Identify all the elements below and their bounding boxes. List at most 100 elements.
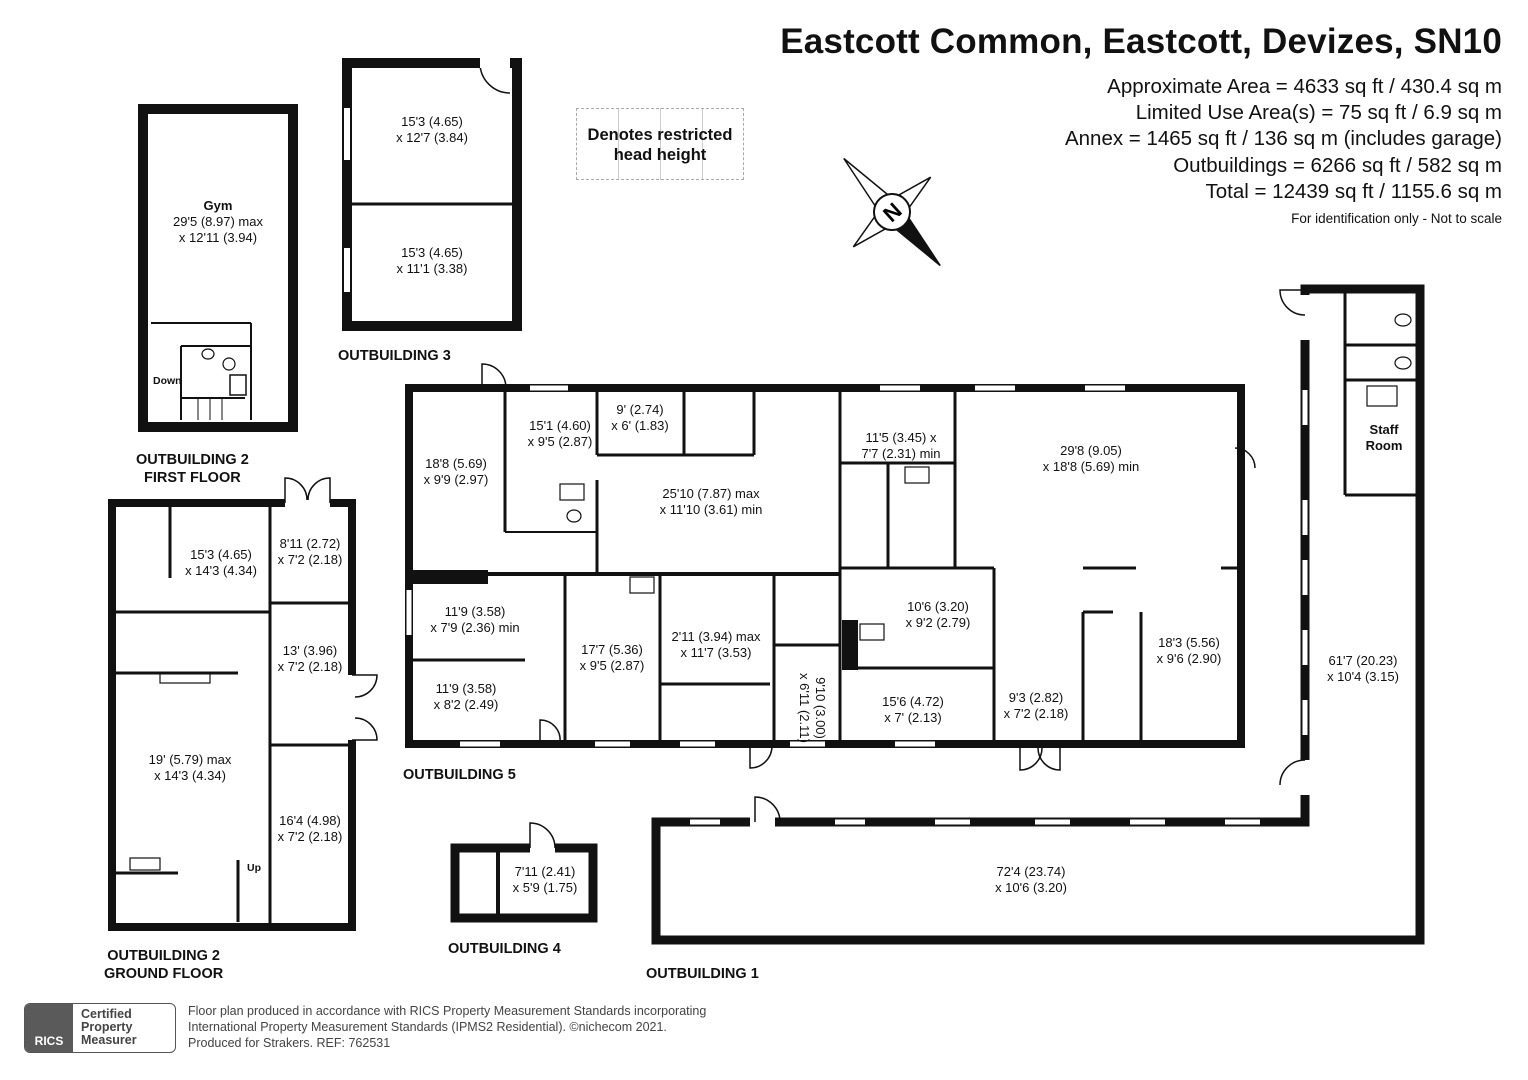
- room-dim: x 5'9 (1.75): [512, 880, 578, 895]
- room-dim: 15'3 (4.65): [190, 547, 252, 562]
- badge-line: Property: [81, 1020, 133, 1034]
- room-dim: 15'3 (4.65): [401, 114, 463, 129]
- rics-logo-icon: RICS: [25, 1004, 73, 1052]
- room-ob2-r2: 8'11 (2.72) x 7'2 (2.18): [278, 536, 343, 568]
- room-ob5-l: 10'6 (3.20) x 9'2 (2.79): [906, 599, 971, 631]
- room-dim: x 11'10 (3.61) min: [659, 502, 763, 517]
- footer-note: Floor plan produced in accordance with R…: [188, 1003, 706, 1051]
- room-dim: 61'7 (20.23): [1328, 653, 1398, 668]
- room-dim: 19' (5.79) max: [148, 752, 232, 767]
- label-outbuilding-2-first: OUTBUILDING 2 FIRST FLOOR: [136, 451, 249, 487]
- room-dim: 2'11 (3.94) max: [671, 629, 761, 644]
- room-dim: x 7'2 (2.18): [277, 829, 343, 844]
- room-dim: x 9'2 (2.79): [905, 615, 971, 630]
- room-dim: x 14'3 (4.34): [154, 768, 226, 783]
- room-ob2-r1: 15'3 (4.65) x 14'3 (4.34): [185, 547, 257, 579]
- room-dim: 15'1 (4.60): [529, 418, 591, 433]
- room-dim: x 8'2 (2.49): [433, 697, 499, 712]
- room-dim: x 7'2 (2.18): [277, 659, 343, 674]
- room-ob5-b: 15'1 (4.60) x 9'5 (2.87): [528, 418, 593, 450]
- room-name: Gym: [203, 198, 233, 213]
- label-outbuilding-4: OUTBUILDING 4: [448, 941, 561, 957]
- rics-text: Certified Property Measurer: [73, 1004, 175, 1052]
- room-gym: Gym 29'5 (8.97) max x 12'11 (3.94): [173, 198, 263, 246]
- building-label-line: FIRST FLOOR: [144, 470, 241, 486]
- property-title: Eastcott Common, Eastcott, Devizes, SN10: [780, 22, 1502, 61]
- stairs-down-label: Down: [153, 375, 182, 387]
- room-dim: 7'7 (2.31) min: [861, 446, 941, 461]
- room-dim: x 10'4 (3.15): [1327, 669, 1399, 684]
- room-dim: 72'4 (23.74): [996, 864, 1066, 879]
- room-dim: x 11'1 (3.38): [396, 261, 468, 276]
- room-ob5-a: 18'8 (5.69) x 9'9 (2.97): [424, 456, 489, 488]
- room-ob5-h: 11'9 (3.58) x 8'2 (2.49): [434, 681, 499, 713]
- room-dim: 15'3 (4.65): [401, 245, 463, 260]
- room-dim: 8'11 (2.72): [279, 536, 341, 551]
- badge-line: Certified: [81, 1007, 132, 1021]
- area-total: Total = 12439 sq ft / 1155.6 sq m: [1205, 180, 1503, 203]
- outbuilding-4-walls: [450, 843, 598, 923]
- room-dim: x 6'11 (2.11): [797, 673, 812, 743]
- room-dim: 18'8 (5.69): [425, 456, 487, 471]
- label-outbuilding-5: OUTBUILDING 5: [403, 767, 516, 783]
- area-limited-use: Limited Use Area(s) = 75 sq ft / 6.9 sq …: [1135, 101, 1502, 124]
- room-dim: 11'5 (3.45) x: [865, 430, 937, 445]
- room-dim: 29'8 (9.05): [1060, 443, 1122, 458]
- outbuilding-3-walls: [342, 58, 522, 331]
- building-label-line: GROUND FLOOR: [104, 966, 224, 982]
- label-outbuilding-1: OUTBUILDING 1: [646, 966, 759, 982]
- label-outbuilding-3: OUTBUILDING 3: [338, 348, 451, 364]
- room-ob5-d: 25'10 (7.87) max x 11'10 (3.61) min: [660, 486, 763, 518]
- room-ob2-r3: 13' (3.96) x 7'2 (2.18): [278, 643, 343, 675]
- room-dim: 7'11 (2.41): [514, 864, 576, 879]
- room-ob2-r5: 16'4 (4.98) x 7'2 (2.18): [278, 813, 343, 845]
- legend-line-2: head height: [613, 146, 707, 164]
- room-ob5-c: 9' (2.74) x 6' (1.83): [611, 402, 668, 434]
- room-dim: 9'10 (3.00): [813, 677, 828, 739]
- room-dim: 13' (3.96): [282, 643, 338, 658]
- room-ob5-j: 2'11 (3.94) max x 11'7 (3.53): [672, 629, 761, 661]
- room-name: Staff: [1369, 422, 1399, 437]
- room-dim: x 9'9 (2.97): [423, 472, 489, 487]
- room-ob5-g: 11'9 (3.58) x 7'9 (2.36) min: [430, 604, 519, 636]
- room-dim: x 10'6 (3.20): [995, 880, 1067, 895]
- room-dim: x 7'2 (2.18): [277, 552, 343, 567]
- stairs-up-label: Up: [247, 862, 261, 874]
- room-dim: 16'4 (4.98): [279, 813, 341, 828]
- room-ob1-main: 72'4 (23.74) x 10'6 (3.20): [995, 864, 1067, 896]
- room-dim: 11'9 (3.58): [435, 681, 497, 696]
- building-label-line: OUTBUILDING 2: [136, 452, 249, 468]
- room-dim: 15'6 (4.72): [882, 694, 944, 709]
- footer-line: International Property Measurement Stand…: [188, 1020, 667, 1034]
- room-dim: x 7' (2.13): [884, 710, 942, 725]
- identification-note: For identification only - Not to scale: [1291, 211, 1502, 226]
- room-ob5-e: 11'5 (3.45) x 7'7 (2.31) min: [861, 430, 940, 462]
- room-dim: x 12'7 (3.84): [396, 130, 468, 145]
- room-ob5-i: 17'7 (5.36) x 9'5 (2.87): [580, 642, 645, 674]
- room-ob5-k: 9'10 (3.00) x 6'11 (2.11): [796, 673, 828, 743]
- room-dim: 11'9 (3.58): [444, 604, 506, 619]
- room-dim: x 9'5 (2.87): [579, 658, 645, 673]
- room-name: Room: [1365, 438, 1403, 453]
- room-ob5-o: 18'3 (5.56) x 9'6 (2.90): [1157, 635, 1222, 667]
- area-approximate: Approximate Area = 4633 sq ft / 430.4 sq…: [1107, 75, 1502, 98]
- room-dim: x 12'11 (3.94): [178, 230, 258, 245]
- legend-line-1: Denotes restricted: [587, 126, 733, 144]
- room-dim: 18'3 (5.56): [1158, 635, 1220, 650]
- room-dim: x 9'5 (2.87): [527, 434, 593, 449]
- footer-line: Floor plan produced in accordance with R…: [188, 1004, 707, 1018]
- room-ob3-top: 15'3 (4.65) x 12'7 (3.84): [396, 114, 468, 146]
- label-outbuilding-2-ground: OUTBUILDING 2 GROUND FLOOR: [104, 947, 223, 983]
- building-label-line: OUTBUILDING 2: [107, 948, 220, 964]
- room-ob5-m: 15'6 (4.72) x 7' (2.13): [882, 694, 944, 726]
- room-ob5-n: 9'3 (2.82) x 7'2 (2.18): [1004, 690, 1069, 722]
- room-staff: Staff Room: [1366, 422, 1403, 454]
- outbuilding-1-walls: [651, 284, 1425, 945]
- area-outbuildings: Outbuildings = 6266 sq ft / 582 sq m: [1173, 154, 1502, 177]
- room-dim: 9' (2.74): [616, 402, 664, 417]
- room-dim: x 11'7 (3.53): [680, 645, 752, 660]
- room-dim: x 9'6 (2.90): [1156, 651, 1222, 666]
- room-ob2-r4: 19' (5.79) max x 14'3 (4.34): [149, 752, 232, 784]
- footer-line: Produced for Strakers. REF: 762531: [188, 1036, 391, 1050]
